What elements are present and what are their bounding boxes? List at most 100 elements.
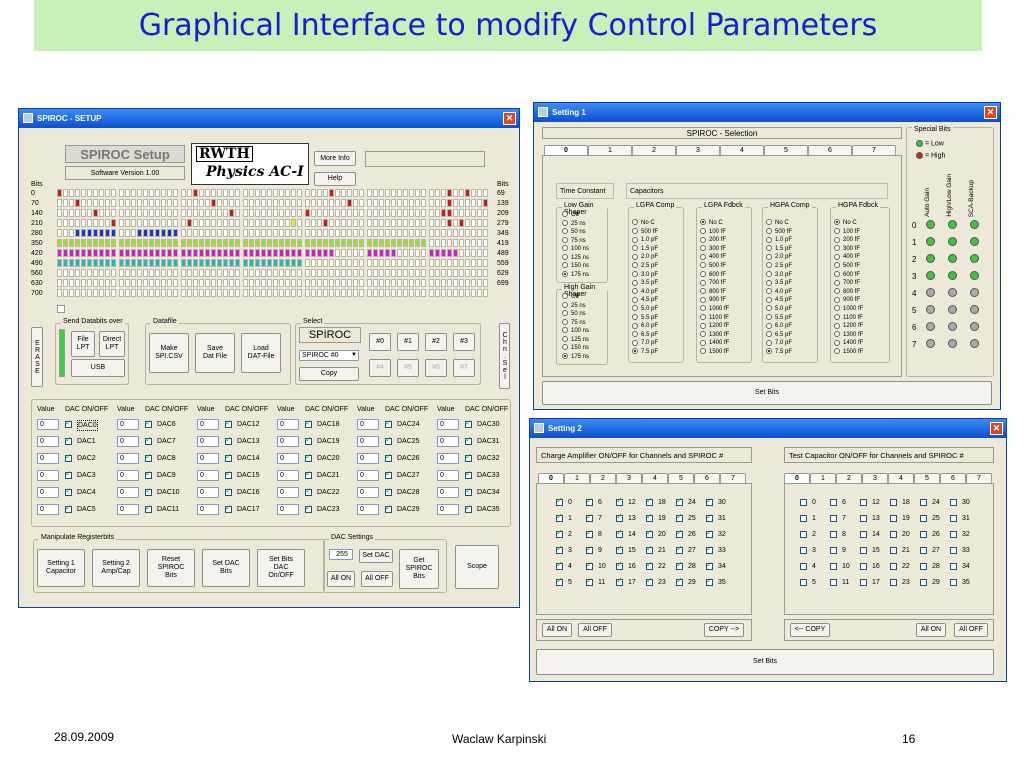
radio-option[interactable]: 6.5 pF [766,331,792,339]
charge-amp-tab-7[interactable]: 7 [720,473,746,484]
bit-cell[interactable] [267,199,272,207]
radio-icon[interactable] [700,228,706,235]
bit-cell[interactable] [273,219,278,227]
bit-cell[interactable] [373,199,378,207]
bit-cell[interactable] [243,219,248,227]
bit-cell[interactable] [273,199,278,207]
bit-cell[interactable] [243,269,248,277]
bit-cell[interactable] [305,199,310,207]
bit-cell[interactable] [99,249,104,257]
bit-cell[interactable] [93,239,98,247]
bit-cell[interactable] [291,229,296,237]
bit-cell[interactable] [193,279,198,287]
bit-cell[interactable] [75,259,80,267]
bit-cell[interactable] [161,189,166,197]
radio-icon[interactable] [562,262,568,269]
bit-cell[interactable] [69,239,74,247]
bit-cell[interactable] [347,189,352,197]
bit-cell[interactable] [429,289,434,297]
charge-amp-tab-4[interactable]: 4 [642,473,668,484]
bit-cell[interactable] [131,189,136,197]
test-cap-checkbox[interactable] [950,579,957,586]
bit-cell[interactable] [267,189,272,197]
bit-cell[interactable] [143,289,148,297]
dac-checkbox[interactable] [385,435,392,445]
bit-cell[interactable] [359,239,364,247]
bit-cell[interactable] [161,259,166,267]
charge-amp-checkbox[interactable] [556,528,563,538]
bit-cell[interactable] [421,229,426,237]
setting1-button[interactable]: Setting 1 Capacitor [37,549,85,587]
bit-cell[interactable] [87,229,92,237]
dac-value-input[interactable]: 0 [37,487,59,498]
bit-cell[interactable] [483,219,488,227]
bit-cell[interactable] [167,239,172,247]
bit-cell[interactable] [161,229,166,237]
bit-cell[interactable] [161,249,166,257]
bit-cell[interactable] [125,189,130,197]
bit-cell[interactable] [359,289,364,297]
bit-cell[interactable] [409,219,414,227]
test-cap-checkbox[interactable] [920,499,927,506]
bit-cell[interactable] [87,189,92,197]
setting1-tab-0[interactable]: 0 [544,145,588,155]
bit-cell[interactable] [415,239,420,247]
bit-cell[interactable] [205,209,210,217]
bit-cell[interactable] [435,289,440,297]
test-cap-checkbox[interactable] [920,547,927,554]
bit-cell[interactable] [63,229,68,237]
dac-value-input[interactable]: 0 [277,453,299,464]
dac-value-input[interactable]: 0 [117,436,139,447]
bit-cell[interactable] [255,289,260,297]
bit-cell[interactable] [409,229,414,237]
dac-checkbox[interactable] [465,486,472,496]
test-cap-tab-0[interactable]: 0 [784,473,810,484]
bit-cell[interactable] [429,229,434,237]
special-bit-led[interactable] [926,322,935,331]
bit-cell[interactable] [465,229,470,237]
bit-cell[interactable] [465,269,470,277]
bit-cell[interactable] [305,279,310,287]
bit-cell[interactable] [385,269,390,277]
bit-cell[interactable] [323,259,328,267]
bit-cell[interactable] [391,259,396,267]
bit-cell[interactable] [335,209,340,217]
bit-cell[interactable] [447,239,452,247]
bit-cell[interactable] [471,219,476,227]
bit-cell[interactable] [181,249,186,257]
bit-cell[interactable] [99,189,104,197]
bit-cell[interactable] [223,289,228,297]
bit-cell[interactable] [255,189,260,197]
bit-cell[interactable] [75,279,80,287]
bit-cell[interactable] [297,279,302,287]
dac-checkbox[interactable] [465,435,472,445]
bit-cell[interactable] [155,289,160,297]
bit-cell[interactable] [167,229,172,237]
setting1-set-bits-button[interactable]: Set Bits [542,381,992,405]
radio-icon[interactable] [834,288,840,295]
charge-amp-checkbox[interactable] [706,560,713,570]
bit-cell[interactable] [173,229,178,237]
bit-cell[interactable] [75,189,80,197]
bit-cell[interactable] [199,279,204,287]
bit-cell[interactable] [305,269,310,277]
bit-cell[interactable] [131,239,136,247]
radio-icon[interactable] [700,288,706,295]
radio-option[interactable]: 1400 fF [834,339,863,347]
charge-amp-checkbox[interactable] [676,512,683,522]
bit-cell[interactable] [255,209,260,217]
radio-option[interactable]: 2.0 pF [632,253,658,261]
bit-cell[interactable] [453,289,458,297]
radio-icon[interactable] [632,348,638,355]
set-dac-button[interactable]: Set DAC [359,549,393,563]
charge-amp-checkbox[interactable] [556,576,563,586]
bit-cell[interactable] [421,219,426,227]
radio-icon[interactable] [700,279,706,286]
bit-cell[interactable] [155,199,160,207]
test-cap-checkbox[interactable] [920,515,927,522]
bit-cell[interactable] [317,209,322,217]
bit-cell[interactable] [261,289,266,297]
bit-cell[interactable] [435,199,440,207]
bit-cell[interactable] [341,279,346,287]
test-cap-checkbox[interactable] [950,563,957,570]
